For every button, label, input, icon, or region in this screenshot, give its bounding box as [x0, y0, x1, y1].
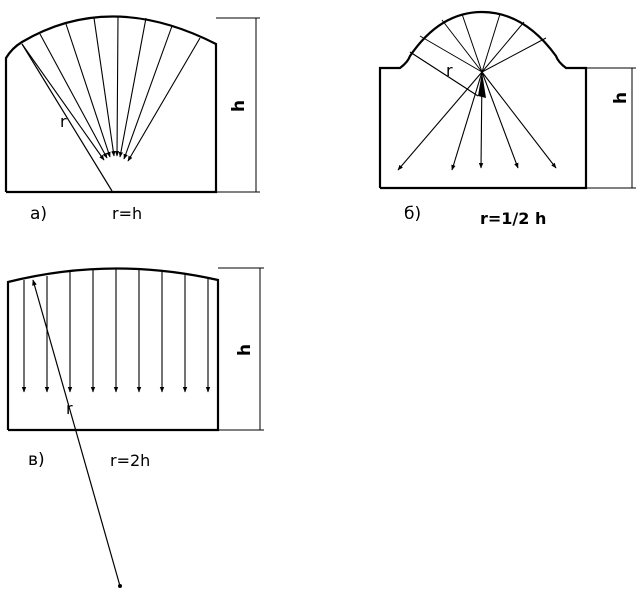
- panel-a-height-label: h: [229, 100, 249, 112]
- panel-b-outline: [378, 10, 588, 190]
- panel-v-rays: [21, 268, 211, 393]
- panel-v-height-label: h: [235, 344, 255, 356]
- panel-a-tag: а): [30, 204, 47, 224]
- panel-b-tag: б): [404, 204, 421, 224]
- panel-b-radius-line: [409, 51, 479, 97]
- panel-b: h r б) r=1/2 h: [378, 10, 636, 228]
- panel-b-dimension: [586, 67, 636, 189]
- panel-v-radius-label: r: [66, 399, 73, 418]
- panel-v-dimension: [218, 267, 264, 431]
- panel-b-dome-lines: [419, 13, 547, 73]
- panel-b-height-label: h: [611, 92, 631, 104]
- panel-a-formula: r=h: [112, 204, 142, 223]
- panel-b-center-marker: [478, 72, 486, 98]
- panel-v-outline: [6, 267, 220, 432]
- panel-a-radius-line: [21, 43, 113, 192]
- panel-b-radius-label: r: [446, 61, 453, 80]
- panel-v-center-point: [118, 584, 122, 588]
- panel-a-rays: [21, 15, 201, 162]
- panel-v-formula: r=2h: [110, 451, 150, 470]
- panel-b-formula: r=1/2 h: [480, 209, 546, 228]
- panel-a-radius-label: r: [60, 112, 67, 131]
- panel-v-radius-line: [32, 279, 121, 587]
- panel-a-outline: [4, 15, 218, 194]
- panel-a-dimension: [216, 17, 260, 193]
- panel-b-rays: [397, 71, 557, 171]
- panel-v-tag: в): [28, 450, 45, 470]
- panel-v: h r в) r=2h: [6, 267, 264, 588]
- panel-a: h r а) r=h: [4, 15, 260, 224]
